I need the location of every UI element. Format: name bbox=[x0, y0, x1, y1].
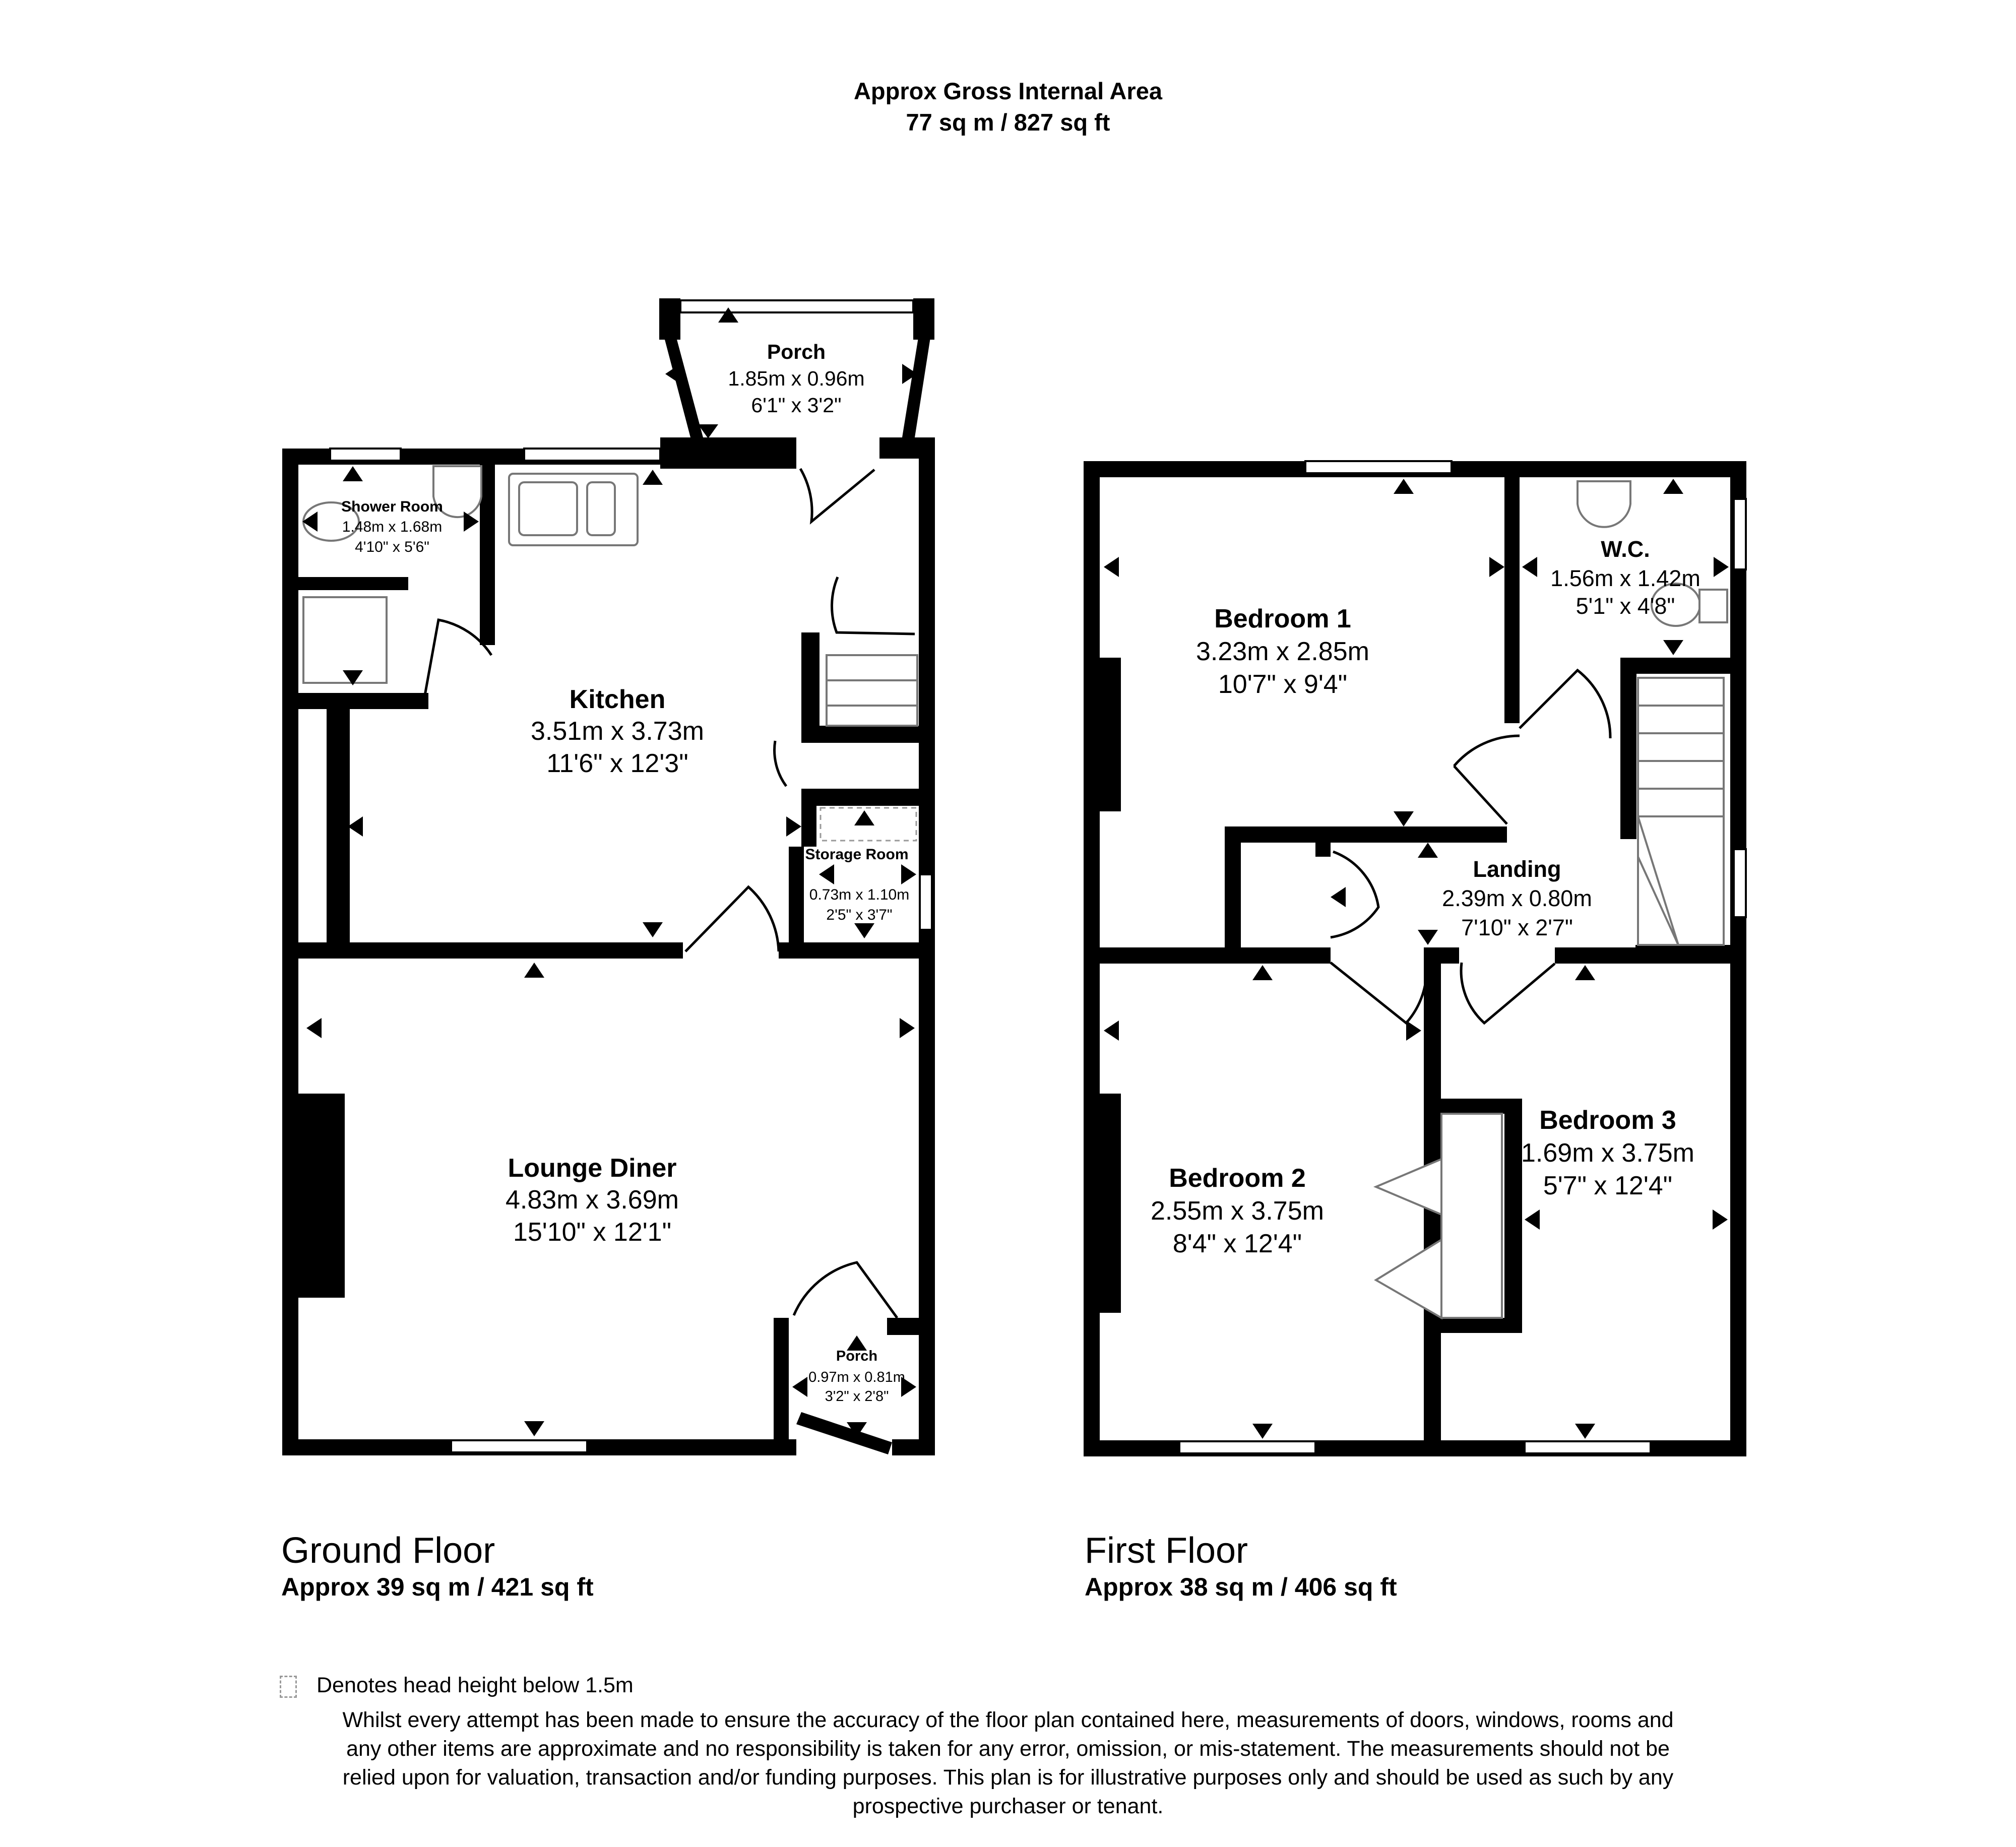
disclaimer-line: relied upon for valuation, transaction a… bbox=[342, 1765, 1674, 1790]
ground-floor-caption: Ground Floor Approx 39 sq m / 421 sq ft bbox=[281, 1530, 594, 1602]
first-floor-title: First Floor bbox=[1085, 1531, 1248, 1571]
room-metric-wc: 1.56m x 1.42m bbox=[1550, 565, 1700, 591]
room-metric-bedroom-1: 3.23m x 2.85m bbox=[1196, 637, 1369, 666]
room-name-porch-rear: Porch bbox=[836, 1348, 877, 1364]
room-imperial-shower-room: 4'10" x 5'6" bbox=[355, 539, 429, 555]
ground-floor-plan bbox=[282, 298, 935, 1455]
room-metric-porch-front: 1.85m x 0.96m bbox=[728, 367, 864, 390]
disclaimer-line: any other items are approximate and no r… bbox=[346, 1737, 1670, 1761]
room-imperial-landing: 7'10" x 2'7" bbox=[1461, 915, 1573, 940]
gross-area-header: Approx Gross Internal Area 77 sq m / 827… bbox=[0, 76, 2016, 138]
room-imperial-storage-room: 2'5" x 3'7" bbox=[826, 907, 892, 923]
room-name-bedroom-2: Bedroom 2 bbox=[1169, 1164, 1306, 1193]
room-name-bedroom-1: Bedroom 1 bbox=[1214, 604, 1351, 633]
room-name-kitchen: Kitchen bbox=[570, 685, 666, 714]
room-imperial-lounge-diner: 15'10" x 12'1" bbox=[513, 1218, 671, 1247]
gross-area-value: 77 sq m / 827 sq ft bbox=[906, 109, 1110, 136]
room-name-bedroom-3: Bedroom 3 bbox=[1539, 1106, 1676, 1135]
disclaimer-line: prospective purchaser or tenant. bbox=[852, 1794, 1164, 1818]
room-name-shower-room: Shower Room bbox=[341, 498, 443, 515]
room-name-lounge-diner: Lounge Diner bbox=[508, 1154, 676, 1183]
head-height-legend-swatch bbox=[280, 1676, 297, 1698]
room-name-porch-front: Porch bbox=[767, 340, 826, 363]
disclaimer-line: Whilst every attempt has been made to en… bbox=[342, 1708, 1674, 1732]
room-name-landing: Landing bbox=[1473, 856, 1561, 882]
room-metric-kitchen: 3.51m x 3.73m bbox=[531, 717, 704, 746]
ground-floor-area: Approx 39 sq m / 421 sq ft bbox=[281, 1573, 594, 1601]
room-imperial-bedroom-2: 8'4" x 12'4" bbox=[1173, 1229, 1302, 1258]
ground-floor-title: Ground Floor bbox=[281, 1531, 495, 1571]
first-floor-area: Approx 38 sq m / 406 sq ft bbox=[1085, 1573, 1397, 1601]
room-metric-porch-rear: 0.97m x 0.81m bbox=[808, 1369, 905, 1385]
room-imperial-bedroom-3: 5'7" x 12'4" bbox=[1543, 1171, 1672, 1200]
room-metric-bedroom-2: 2.55m x 3.75m bbox=[1151, 1196, 1324, 1226]
room-metric-storage-room: 0.73m x 1.10m bbox=[809, 886, 909, 903]
room-metric-landing: 2.39m x 0.80m bbox=[1442, 885, 1592, 911]
first-floor-caption: First Floor Approx 38 sq m / 406 sq ft bbox=[1085, 1530, 1397, 1602]
disclaimer: Whilst every attempt has been made to en… bbox=[252, 1706, 1764, 1821]
room-imperial-porch-rear: 3'2" x 2'8" bbox=[825, 1388, 889, 1405]
gross-area-title: Approx Gross Internal Area bbox=[853, 78, 1163, 104]
first-floor-plan bbox=[1084, 460, 1747, 1456]
room-imperial-wc: 5'1" x 4'8" bbox=[1576, 593, 1675, 619]
room-name-wc: W.C. bbox=[1601, 536, 1650, 562]
room-imperial-kitchen: 11'6" x 12'3" bbox=[546, 749, 688, 778]
room-metric-lounge-diner: 4.83m x 3.69m bbox=[506, 1185, 679, 1215]
head-height-legend-text: Denotes head height below 1.5m bbox=[317, 1673, 634, 1697]
room-metric-shower-room: 1.48m x 1.68m bbox=[342, 519, 442, 535]
room-imperial-bedroom-1: 10'7" x 9'4" bbox=[1218, 670, 1347, 699]
room-metric-bedroom-3: 1.69m x 3.75m bbox=[1521, 1138, 1694, 1168]
room-name-storage-room: Storage Room bbox=[805, 846, 908, 863]
room-imperial-porch-front: 6'1" x 3'2" bbox=[751, 394, 841, 417]
